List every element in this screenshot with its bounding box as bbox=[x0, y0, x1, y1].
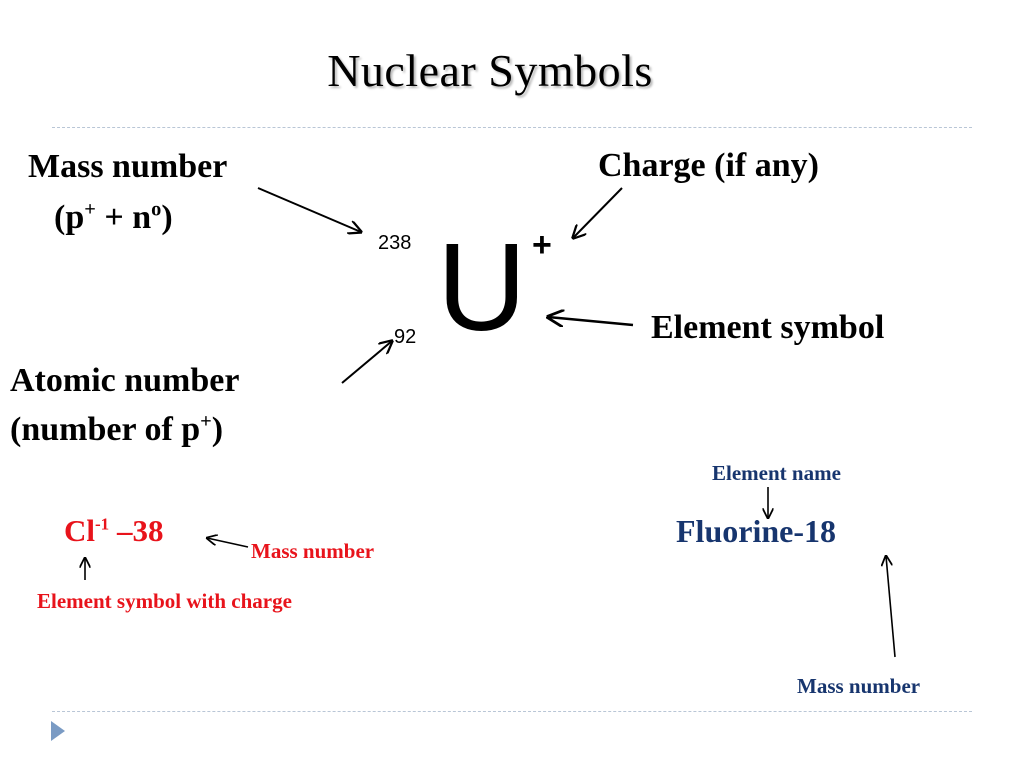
play-icon bbox=[51, 721, 65, 741]
mass-number-formula: (p+ + no) bbox=[54, 198, 173, 236]
mass-number-arrow bbox=[257, 187, 361, 232]
mass-number-label: Mass number bbox=[28, 148, 228, 185]
top-divider bbox=[52, 127, 972, 128]
fluorine-element-name-label: Element name bbox=[712, 461, 841, 485]
fluorine-mass-label: Mass number bbox=[797, 674, 921, 698]
atomic-number-arrow bbox=[341, 341, 392, 384]
chlorine-symbol-charge-label: Element symbol with charge bbox=[37, 589, 292, 613]
atomic-number-description: (number of p+) bbox=[10, 410, 224, 448]
chlorine-example: Cl-1 –38 bbox=[64, 513, 164, 548]
chlorine-mass-label: Mass number bbox=[251, 539, 375, 563]
slide-title: Nuclear Symbols bbox=[327, 45, 653, 96]
atomic-number-label: Atomic number bbox=[10, 362, 240, 399]
nuclide-atomic-number: 92 bbox=[394, 326, 417, 348]
element-symbol-arrow bbox=[548, 317, 634, 325]
chlorine-mass-arrow bbox=[207, 538, 249, 548]
bottom-divider bbox=[52, 711, 972, 712]
fluorine-mass-arrow bbox=[886, 556, 896, 658]
nuclide-charge: + bbox=[532, 226, 552, 264]
nuclide-symbol: U bbox=[437, 219, 527, 357]
element-symbol-label: Element symbol bbox=[651, 309, 885, 346]
charge-label: Charge (if any) bbox=[598, 147, 819, 184]
fluorine-example: Fluorine-18 bbox=[676, 513, 836, 549]
charge-arrow bbox=[573, 187, 623, 238]
nuclide-mass-number: 238 bbox=[378, 232, 412, 254]
